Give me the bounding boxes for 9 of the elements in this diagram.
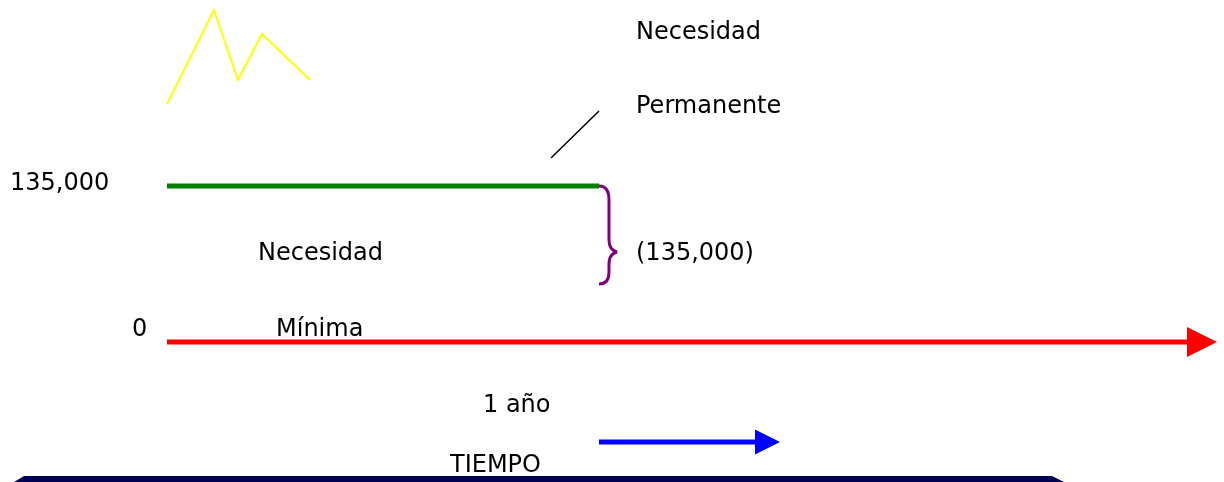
axis-title: TIEMPO: [450, 452, 541, 476]
annotation-text: Necesidad: [636, 19, 762, 43]
area-label: Necesidad: [258, 240, 384, 264]
axis-value: 135,000: [10, 170, 110, 194]
value-label: (135,000): [636, 240, 754, 264]
annotation-text: Permanente: [636, 93, 782, 117]
area-label: Mínima: [276, 316, 364, 340]
time-label: 1 año: [483, 392, 551, 416]
axis-value: 0: [132, 316, 148, 340]
